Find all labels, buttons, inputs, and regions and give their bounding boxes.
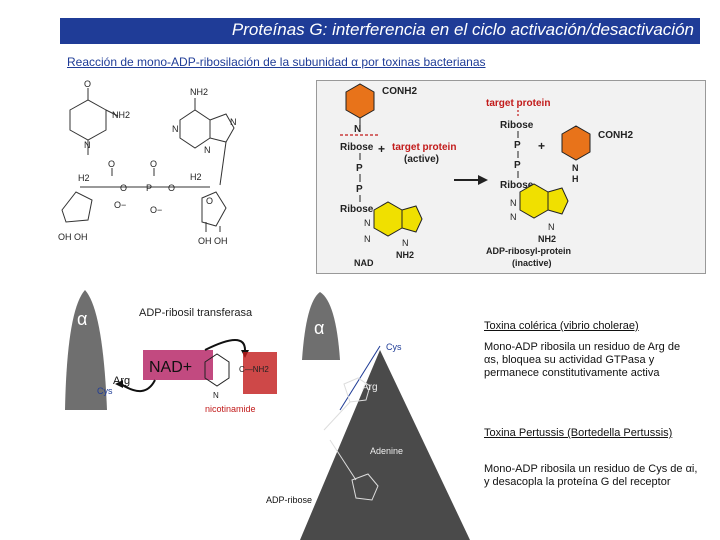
svg-text:N: N [364,218,371,228]
svg-text:OH OH: OH OH [58,232,88,242]
svg-text:N: N [354,124,361,135]
svg-text:O: O [150,159,157,169]
transferase-diagram: α ADP-ribosil transferasa NAD+ Arg Cys C… [65,290,277,414]
arg-label-left: Arg [113,375,130,387]
transfer-arrow-back [120,379,156,392]
nad-plus-box [143,350,213,380]
n-label-nicotinamide: N [572,163,579,173]
ribose-label-3: Ribose [500,120,534,131]
svg-text:N: N [204,145,211,155]
title-bar: Proteínas G: interferencia en el ciclo a… [60,18,700,44]
pertussis-toxin-title: Toxina Pertussis (Bortedella Pertussis) [484,427,673,439]
plus-sign-2: + [538,139,545,153]
svg-text:N: N [172,124,179,134]
svg-text:N: N [510,212,517,222]
nicotinamide-ring [69,99,107,141]
svg-text:OH OH: OH OH [198,236,228,246]
adp-ribose-diagram: α Cys Arg Adenine ADP-ribose [266,292,470,540]
ribose-right [201,191,227,227]
ribose-left [61,191,93,223]
target-protein-label: target protein [486,98,550,109]
ribose-label-1: Ribose [340,142,374,153]
alpha-subunit-shape-left [65,290,107,410]
cholera-toxin-description: Mono-ADP ribosila un residuo de Arg de α… [484,341,681,379]
nh2-label-nad: NH2 [396,250,414,260]
adenine-ring-nad-5 [401,205,423,233]
pyridine-ring-nad [345,83,375,119]
cys-label-left: Cys [97,386,113,396]
nad-label-o: O [84,80,91,89]
svg-text:O: O [206,196,213,206]
adenine-ring-6 [179,109,211,149]
svg-text:N: N [510,198,517,208]
adp-ribose-label: ADP-ribose [266,495,312,505]
p-label-2: P [356,184,363,195]
conh2-label-nad: CONH2 [382,86,417,97]
plus-sign-1: + [378,142,385,156]
p-label-1: P [356,163,363,174]
alpha-label-right: α [314,318,324,338]
svg-text:O: O [120,183,127,193]
pertussis-toxin-description: Mono-ADP ribosila un residuo de Cys de α… [484,463,698,488]
svg-text:N: N [84,140,91,150]
adenine-ring-5 [209,113,235,143]
svg-text:N: N [548,222,555,232]
transfer-arrow-curve [204,339,246,351]
adp-ribosyl-protein-label: ADP-ribosyl-protein [486,246,571,256]
cys-pointer-line [339,345,381,411]
inactive-label: (inactive) [512,258,552,268]
page-title: Proteínas G: interferencia en el ciclo a… [231,20,694,39]
svg-text:N: N [230,117,237,127]
adenine-label: Adenine [370,446,403,456]
reaction-diagram: CONH2 N Ribose P P Ribose N N N NH2 NAD … [340,83,633,268]
alpha-label-left: α [77,309,87,329]
arg-label-right: Arg [362,382,378,393]
alpha-subunit-shape-right [302,292,340,360]
adenine-ring-product-6 [519,183,549,219]
nad-plus-label: NAD+ [149,359,192,376]
svg-text:H2: H2 [190,172,202,182]
svg-text:O: O [108,159,115,169]
adp-ribose-cone [300,350,470,540]
p-label-3: P [514,140,521,151]
adenine-ring-nad-6 [373,201,403,237]
ribose-label-2: Ribose [340,204,374,215]
cys-label-right: Cys [386,342,402,352]
adenine-ring-product-5 [547,187,569,215]
pyridine-ring-nicotinamide [561,125,591,161]
p-label-4: P [514,160,521,171]
conh2-label-left: C—NH2 [239,365,269,374]
nad-structure-diagram: O NH2 NH2 N N N N H2 O O O P O H2 O− O− … [58,80,237,246]
svg-text:N: N [364,234,371,244]
nicotinamide-highlight [243,352,277,394]
cholera-toxin-title: Toxina colérica (vibrio cholerae) [484,320,639,332]
nh2-label-product: NH2 [538,234,556,244]
target-protein-active-label: target protein [392,142,456,153]
conh2-label-nicotinamide: CONH2 [598,130,633,141]
svg-text:N: N [402,238,409,248]
svg-text:O: O [168,183,175,193]
reaction-diagram-box [316,80,706,274]
active-label: (active) [404,154,439,165]
nad-label: NAD [354,258,374,268]
svg-text:O−: O− [114,200,126,210]
h-label-nicotinamide: H [572,174,579,184]
nad-label-nh2-adenine: NH2 [190,87,208,97]
subtitle: Reacción de mono-ADP-ribosilación de la … [67,55,486,69]
ribose-label-4: Ribose [500,180,534,191]
nicotinamide-ring-left [204,353,230,387]
nad-label-nh2: NH2 [112,110,130,120]
nicotinamide-label-left: nicotinamide [205,404,256,414]
svg-text:P: P [146,183,152,193]
svg-text:H2: H2 [78,173,90,183]
transferase-label: ADP-ribosil transferasa [139,307,253,319]
n-label-left: N [213,391,219,400]
svg-text:O−: O− [150,205,162,215]
